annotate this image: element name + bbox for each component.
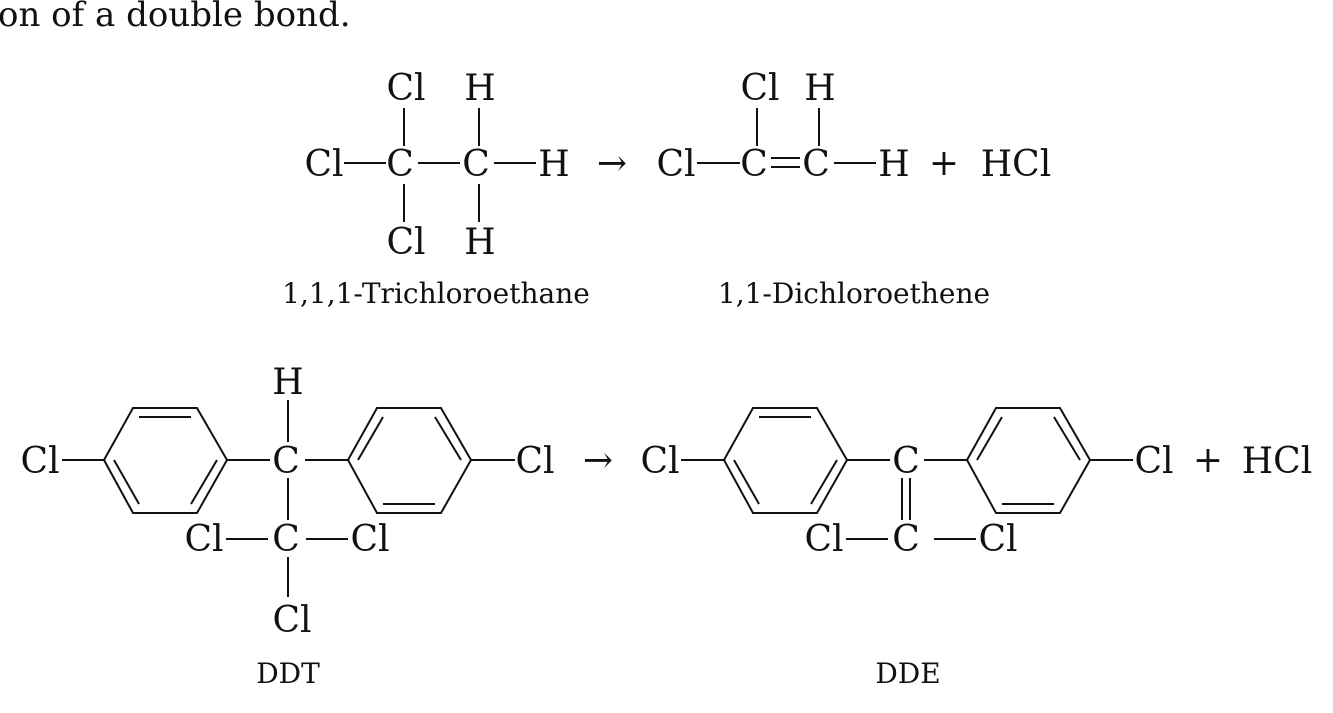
intro-text: on of a double bond. [0,0,351,35]
atom-h-top: H [804,68,835,109]
benzene-ring-right [965,407,1092,514]
dichloroethene-structure: Cl H Cl C C H [656,68,909,185]
trichloroethane-structure: Cl H Cl C C H Cl H [304,68,569,263]
reaction2-byproduct: HCl [1242,441,1312,482]
ddt-name: DDT [256,657,320,690]
atom-cl-ccl3-right: Cl [350,519,389,560]
atom-cl-ccl3-left: Cl [184,519,223,560]
atom-c1: C [740,144,768,185]
ddt-structure: Cl H C Cl Cl C Cl Cl [20,362,554,641]
atom-cl-left: Cl [656,144,695,185]
atom-cl-right: Cl [1134,441,1173,482]
atom-c-ccl3: C [272,519,300,560]
dde-structure: Cl C Cl Cl C Cl [640,407,1174,560]
atom-c-central: C [892,441,920,482]
atom-cl-ccl3-bottom: Cl [272,600,311,641]
atom-cl-top: Cl [386,68,425,109]
dde-name: DDE [875,657,940,690]
atom-h-right: H [878,144,909,185]
atom-cl-left: Cl [20,441,59,482]
atom-cl-left: Cl [640,441,679,482]
reaction2-plus: + [1193,440,1223,481]
benzene-ring-right [346,407,473,514]
atom-cl-top: Cl [740,68,779,109]
atom-h-right: H [538,144,569,185]
atom-cl-ccl2-right: Cl [978,519,1017,560]
atom-c2: C [802,144,830,185]
atom-h-top: H [272,362,303,403]
atom-h-top: H [464,68,495,109]
reaction1-arrow: → [597,143,627,184]
reaction1-byproduct: HCl [981,144,1051,185]
benzene-ring-left [102,407,229,514]
atom-c-central: C [272,441,300,482]
benzene-ring-left [722,407,849,514]
product1-name: 1,1-Dichloroethene [718,277,990,310]
atom-cl-bottom: Cl [386,222,425,263]
atom-c-ccl2: C [892,519,920,560]
atom-c2: C [462,144,490,185]
atom-cl-left: Cl [304,144,343,185]
atom-cl-ccl2-left: Cl [804,519,843,560]
atom-cl-right: Cl [515,441,554,482]
reaction1-plus: + [929,143,959,184]
reaction2-arrow: → [583,440,613,481]
reactant1-name: 1,1,1-Trichloroethane [282,277,590,310]
atom-c1: C [386,144,414,185]
atom-h-bottom: H [464,222,495,263]
